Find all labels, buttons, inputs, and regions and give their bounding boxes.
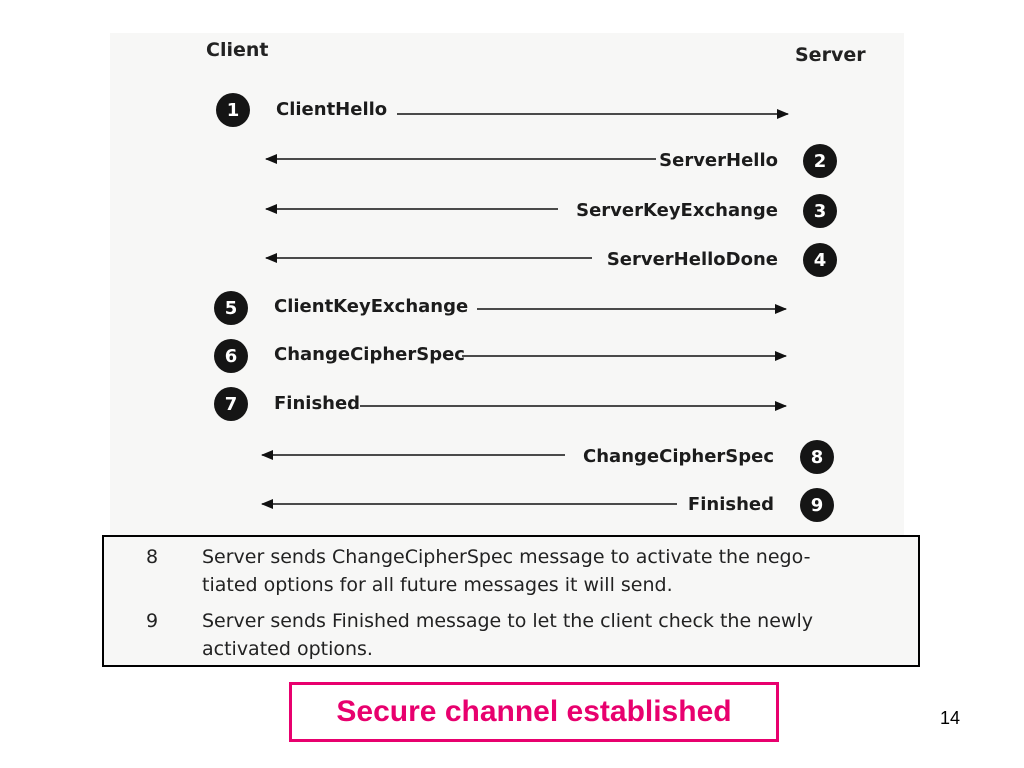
step-badge-8: 8 xyxy=(800,440,834,474)
step-badge-9: 9 xyxy=(800,488,834,522)
step-badge-4: 4 xyxy=(803,243,837,277)
page-number: 14 xyxy=(940,708,961,728)
note-number: 9 xyxy=(146,610,159,632)
note-text-line: Server sends ChangeCipherSpec message to… xyxy=(202,546,811,568)
step-badge-7: 7 xyxy=(214,387,248,421)
message-label-2: ServerHello xyxy=(659,150,778,171)
message-label-9: Finished xyxy=(687,494,774,515)
note-text-line: activated options. xyxy=(202,638,373,660)
step-badge-6: 6 xyxy=(214,339,248,373)
message-label-5: ClientKeyExchange xyxy=(274,296,469,317)
note-number: 8 xyxy=(146,546,159,568)
tls-handshake-diagram: Client Server 1 ClientHello 2 ServerHell… xyxy=(110,33,904,535)
client-label: Client xyxy=(206,39,269,61)
message-label-4: ServerHelloDone xyxy=(606,249,778,270)
message-label-7: Finished xyxy=(274,393,361,414)
step-badge-3: 3 xyxy=(803,194,837,228)
message-label-1: ClientHello xyxy=(276,99,388,120)
message-label-6: ChangeCipherSpec xyxy=(274,344,465,365)
arrow-layer xyxy=(261,109,789,509)
message-label-8: ChangeCipherSpec xyxy=(583,446,774,467)
message-label-3: ServerKeyExchange xyxy=(576,200,778,221)
server-label: Server xyxy=(795,44,866,66)
step-notes-box: 8 Server sends ChangeCipherSpec message … xyxy=(102,535,920,667)
step-badge-5: 5 xyxy=(214,291,248,325)
step-badge-1: 1 xyxy=(216,93,250,127)
note-text-line: Server sends Finished message to let the… xyxy=(202,610,813,632)
step-badge-2: 2 xyxy=(803,144,837,178)
note-text-line: tiated options for all future messages i… xyxy=(202,574,673,596)
secure-channel-banner: Secure channel established xyxy=(289,682,779,742)
